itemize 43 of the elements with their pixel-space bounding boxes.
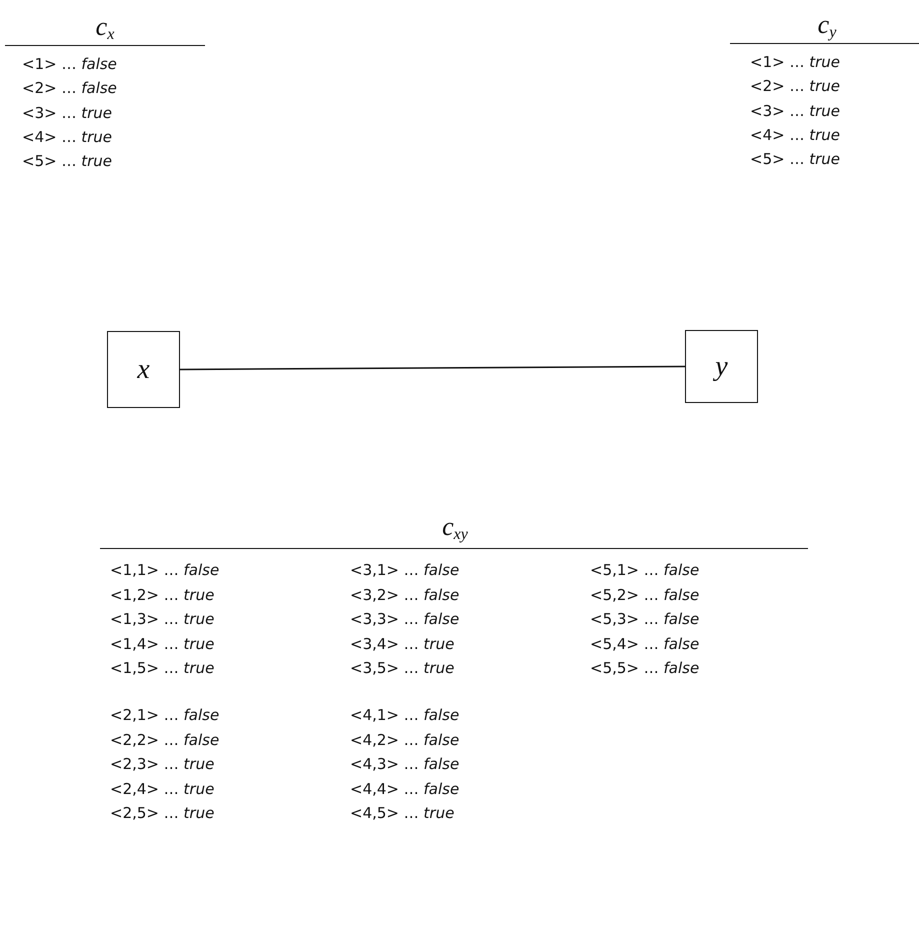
table-entry: <5> … true [22,151,112,171]
table-entry: <1,3> … true [110,609,214,629]
table-entry: <5,3> … false [590,609,700,629]
table-entry: <4> … true [750,125,840,145]
variable-name: y [715,350,728,382]
table-entry: <3> … true [750,101,840,121]
table-entry: <1,1> … false [110,560,220,580]
table-entry: <3> … true [22,103,112,123]
table-entry: <3,2> … false [350,584,460,604]
table-entry: <3,5> … true [350,658,454,678]
table-heading: c$_{y}$ [818,10,836,43]
table-entry: <4> … true [22,127,112,147]
table-entry: <1> … true [750,52,840,72]
variable-box [685,330,758,403]
table-entry: <5,5> … false [590,658,700,678]
table-entry: <5,1> … false [590,560,700,580]
table-entry: <4,3> … false [350,754,460,774]
table-heading: c$_{xy}$ [442,512,468,545]
table-heading: c$_{x}$ [96,12,114,45]
table-entry: <5,4> … false [590,634,700,654]
table-entry: <5,2> … false [590,584,700,604]
table-entry: <4,4> … false [350,778,460,798]
table-entry: <2,1> … false [110,705,220,725]
table-entry: <4,2> … false [350,730,460,750]
table-entry: <3,1> … false [350,560,460,580]
table-entry: <1,4> … true [110,634,214,654]
table-entry: <2,3> … true [110,754,214,774]
table-entry: <2,5> … true [110,803,214,823]
table-entry: <1,2> … true [110,584,214,604]
table-entry: <2,2> … false [110,730,220,750]
variable-name: x [137,354,150,386]
variable-box [107,331,180,408]
table-entry: <4,5> … true [350,803,454,823]
table-entry: <1> … false [22,54,117,74]
table-entry: <3,4> … true [350,634,454,654]
table-entry: <4,1> … false [350,705,460,725]
table-entry: <1,5> … true [110,658,214,678]
connector-line [180,366,685,370]
table-entry: <5> … true [750,149,840,169]
table-entry: <2,4> … true [110,778,214,798]
table-entry: <2> … true [750,76,840,96]
table-entry: <2> … false [22,78,117,98]
table-entry: <3,3> … false [350,609,460,629]
